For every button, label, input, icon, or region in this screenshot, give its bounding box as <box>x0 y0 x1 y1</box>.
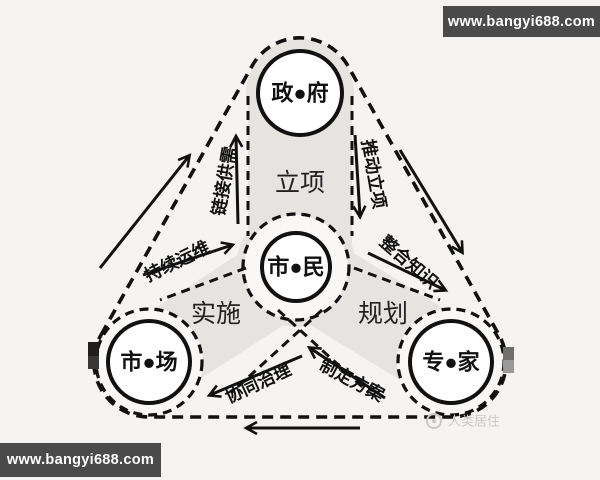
brand-logo-icon <box>426 413 442 429</box>
triangle-outline <box>92 36 508 419</box>
citizen-node <box>260 231 332 303</box>
phase-initiation-label: 立项 <box>275 169 325 197</box>
flow-promote-initiation-label: 推动立项 <box>358 138 390 211</box>
expert-node <box>408 319 494 405</box>
link-supply-demand-arrow <box>236 137 238 225</box>
implementation-arm-upper-dash <box>159 266 247 302</box>
edge-marks <box>88 342 514 373</box>
brand-watermark-label: 人类居住 <box>448 414 500 429</box>
collaborative-governance-arrow <box>210 354 303 395</box>
flow-collaborative-governance-label: 协同治理 <box>222 359 294 407</box>
market-node-label: 市●场 <box>120 350 177 375</box>
watermark-site-top: www.bangyi688.com <box>447 13 596 30</box>
government-node <box>256 49 344 137</box>
citizen-dashed-ring <box>241 212 351 322</box>
outer-cycle-right-arrow <box>398 149 462 252</box>
watermark-bar-top: www.bangyi688.com <box>443 6 600 37</box>
formulate-plans-arrow <box>310 348 386 400</box>
right-edge-mark-bottom <box>503 360 514 373</box>
promote-initiation-arrow <box>355 134 360 216</box>
arm-boundary-dashes <box>159 96 441 395</box>
flow-link-supply-demand-label: 链接供需 <box>208 145 240 217</box>
citizen-node-label: 市●民 <box>267 255 324 280</box>
planning-arm-upper-dash <box>353 266 441 302</box>
government-node-label: 政●府 <box>271 81 328 106</box>
brand-logo-dot-icon <box>432 419 436 423</box>
flow-arrows <box>98 134 462 428</box>
sustain-operations-arrow <box>142 245 232 277</box>
watermark-bar-bottom: www.bangyi688.com <box>0 443 161 477</box>
left-edge-mark-top <box>88 342 99 356</box>
integrate-knowledge-arrow <box>367 251 445 290</box>
planning-arm-lower-dash <box>276 308 371 395</box>
expert-node-label: 专●家 <box>422 350 480 375</box>
market-node <box>106 319 192 405</box>
brand-watermark: 人类居住 <box>426 413 500 429</box>
implementation-arm-lower-dash <box>229 308 324 395</box>
left-edge-mark-bottom <box>88 356 99 369</box>
outer-cycle-left-arrow <box>98 156 189 269</box>
watermark-site-bottom: www.bangyi688.com <box>6 452 155 468</box>
phase-implementation-label: 实施 <box>191 300 241 328</box>
right-edge-mark-top <box>503 347 514 360</box>
phase-planning-label: 规划 <box>358 300 408 328</box>
